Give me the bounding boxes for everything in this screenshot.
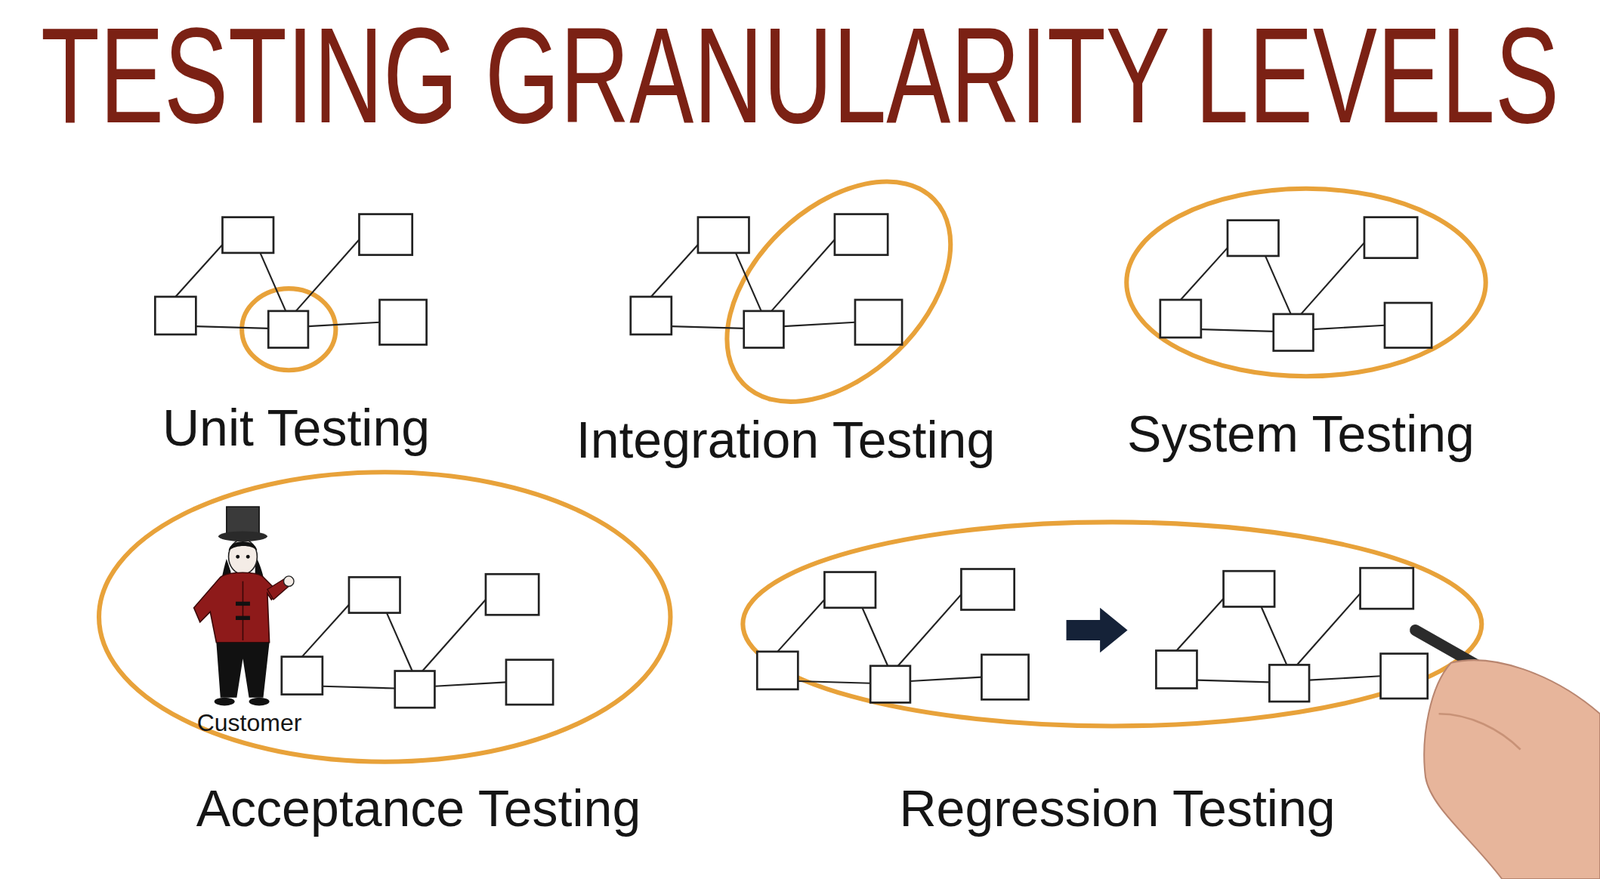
level-label: Unit Testing: [162, 398, 430, 458]
title: TESTING GRANULARITY LEVELS: [40, 7, 1560, 144]
system-graph: [1160, 217, 1432, 352]
integration-outline: [685, 139, 993, 445]
integration-graph: [630, 214, 902, 349]
regression-outline: [742, 522, 1482, 726]
customer-figure: [194, 506, 294, 706]
regression-arrow: [1066, 608, 1128, 653]
system-outline: [1126, 188, 1486, 377]
level-label: Regression Testing: [898, 778, 1335, 838]
figure-label: Customer: [197, 709, 303, 738]
level-label: System Testing: [1127, 404, 1475, 464]
regression-graph-after: [1155, 568, 1428, 702]
level-label: Integration Testing: [576, 410, 995, 470]
level-label: Acceptance Testing: [196, 778, 641, 838]
unit-graph: [154, 214, 427, 349]
acceptance-outline: [98, 472, 671, 762]
regression-graph-before: [756, 568, 1029, 703]
acceptance-graph: [281, 574, 553, 708]
drawing-hand: [1415, 630, 1600, 879]
